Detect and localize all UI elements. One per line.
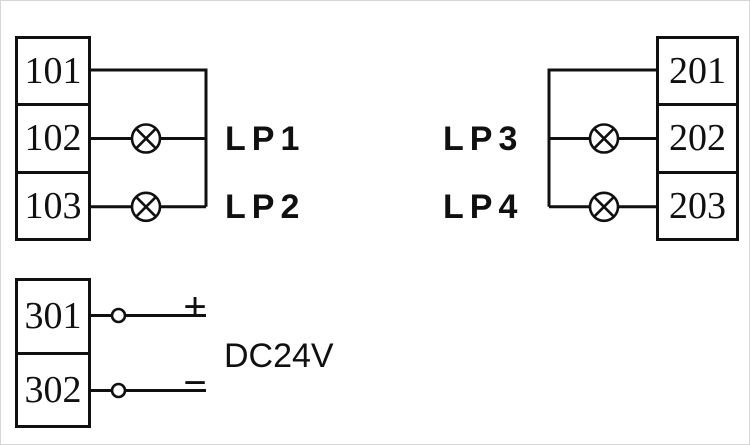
lamp-cross-line — [593, 195, 615, 218]
wire-common-201 — [547, 68, 656, 207]
lamp-label-lp2: LP2 — [225, 188, 306, 226]
terminal-302: 302 — [18, 351, 88, 426]
lamp-cross-line — [593, 127, 615, 150]
polarity-negative-label: − — [183, 361, 207, 405]
power-supply-label: DC24V — [224, 337, 334, 375]
lamp-icon-lp3 — [588, 123, 620, 154]
terminal-203: 203 — [659, 170, 736, 238]
power-circuit — [91, 314, 206, 392]
lamp-label-lp4: LP4 — [443, 188, 524, 226]
lamp-label-lp1: LP1 — [225, 120, 306, 158]
terminal-102: 102 — [18, 103, 88, 170]
terminal-301: 301 — [24, 295, 82, 338]
wire-common-101 — [91, 68, 208, 207]
lamp-cross-line — [135, 127, 157, 150]
terminal-block-power: 301 302 — [15, 278, 91, 428]
lamp-icon-lp1 — [130, 123, 162, 154]
lamp-cross-line — [135, 195, 157, 218]
polarity-positive-label: + — [183, 285, 207, 329]
terminal-103: 103 — [18, 170, 88, 238]
terminal-201: 201 — [669, 50, 726, 93]
terminal-block-right: 201 202 203 — [656, 36, 739, 241]
terminal-202: 202 — [659, 103, 736, 170]
terminal-point-negative-icon — [110, 382, 127, 399]
terminal-point-positive-icon — [110, 307, 127, 324]
lamp-icon-lp4 — [588, 191, 620, 223]
terminal-block-left: 101 102 103 — [15, 36, 91, 241]
terminal-101: 101 — [24, 50, 82, 93]
lamp-icon-lp2 — [130, 191, 162, 223]
lamp-label-lp3: LP3 — [443, 120, 524, 158]
